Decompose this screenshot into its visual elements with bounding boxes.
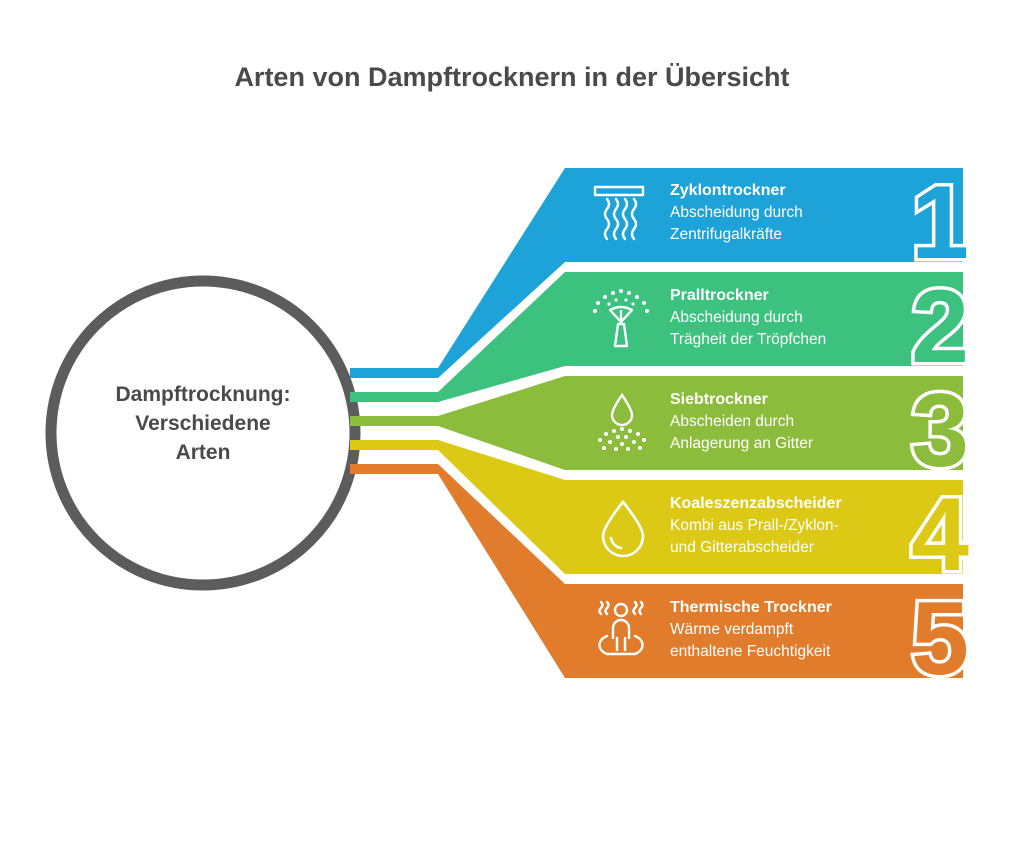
- water-drop-spray-icon: [598, 392, 646, 451]
- row-3-text: Siebtrockner Abscheiden durch Anlagerung…: [670, 389, 900, 455]
- step-number-1: 1: [911, 165, 969, 281]
- band-3: [350, 376, 963, 470]
- sprinkler-icon: [593, 289, 649, 348]
- band-2: [350, 272, 963, 402]
- row-2-desc2: Trägheit der Tröpfchen: [670, 331, 827, 348]
- row-4-title: Koaleszenzabscheider: [670, 495, 842, 512]
- hub-label: Dampftrocknung: Verschiedene Arten: [70, 380, 336, 467]
- row-3-desc1: Abscheiden durch: [670, 413, 795, 430]
- step-number-2: 2: [911, 269, 969, 385]
- row-1-desc1: Abscheidung durch: [670, 204, 803, 221]
- hub-ring: [45, 275, 361, 591]
- row-4-text: Koaleszenzabscheider Kombi aus Prall-/Zy…: [670, 493, 900, 559]
- row-5-desc2: enthaltene Feuchtigkeit: [670, 643, 831, 660]
- row-5-text: Thermische Trockner Wärme verdampft enth…: [670, 597, 900, 663]
- row-3-title: Siebtrockner: [670, 391, 768, 408]
- bands-group: [350, 168, 963, 678]
- row-3-desc2: Anlagerung an Gitter: [670, 435, 814, 452]
- row-1-title: Zyklontrockner: [670, 182, 786, 199]
- hub-label-line1: Dampftrocknung:: [115, 383, 291, 406]
- band-4: [350, 440, 963, 574]
- row-5-title: Thermische Trockner: [670, 599, 832, 616]
- diagram-title: Arten von Dampftrocknern in der Übersich…: [234, 62, 790, 92]
- water-drop-icon: [601, 499, 645, 558]
- step-number-4: 4: [911, 477, 969, 593]
- row-4-desc2: und Gitterabscheider: [670, 539, 814, 556]
- ventilation-icon: [593, 185, 645, 241]
- row-1-desc2: Zentrifugalkräfte: [670, 226, 782, 243]
- row-2-title: Pralltrockner: [670, 287, 769, 304]
- step-number-3: 3: [911, 373, 969, 489]
- steam-person-icon: [598, 600, 644, 656]
- row-4-desc1: Kombi aus Prall-/Zyklon-: [670, 517, 839, 534]
- band-5: [350, 464, 963, 678]
- hub-label-line2: Verschiedene: [135, 412, 271, 435]
- band-1: [350, 168, 963, 378]
- row-2-text: Pralltrockner Abscheidung durch Trägheit…: [670, 285, 900, 351]
- row-5-desc1: Wärme verdampft: [670, 621, 794, 638]
- row-2-desc1: Abscheidung durch: [670, 309, 803, 326]
- row-1-text: Zyklontrockner Abscheidung durch Zentrif…: [670, 180, 900, 246]
- step-number-5: 5: [911, 581, 969, 697]
- hub-label-line3: Arten: [175, 441, 231, 464]
